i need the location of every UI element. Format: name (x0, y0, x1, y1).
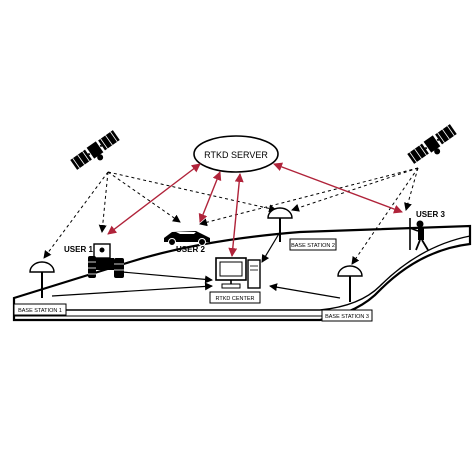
base-station-3-label: BASE STATION 3 (325, 314, 369, 320)
rtkd-server: RTKD SERVER (193, 135, 279, 173)
user-3-label: USER 3 (416, 210, 445, 219)
user-2-car-icon (164, 231, 210, 246)
user-3-person-icon (409, 218, 429, 251)
rtkd-center: RTKD CENTER (209, 257, 261, 304)
base-station-2-label: BASE STATION 2 (291, 243, 335, 249)
rtkd-server-label: RTKD SERVER (204, 150, 268, 160)
rtkd-center-label: RTKD CENTER (215, 296, 254, 302)
user-1-label: USER 1 (64, 245, 93, 254)
base-station-1-label: BASE STATION 1 (18, 308, 62, 314)
base-station-1: BASE STATION 1 (13, 261, 67, 316)
server-links (107, 162, 403, 257)
base-station-2: BASE STATION 2 (267, 207, 337, 251)
center-links (51, 231, 341, 299)
user-2-label: USER 2 (176, 245, 205, 254)
base-station-3: BASE STATION 3 (321, 265, 373, 322)
satellite-right-icon (407, 124, 457, 164)
user-1-tractor-icon (88, 243, 124, 278)
satellite-left-icon (70, 130, 120, 170)
